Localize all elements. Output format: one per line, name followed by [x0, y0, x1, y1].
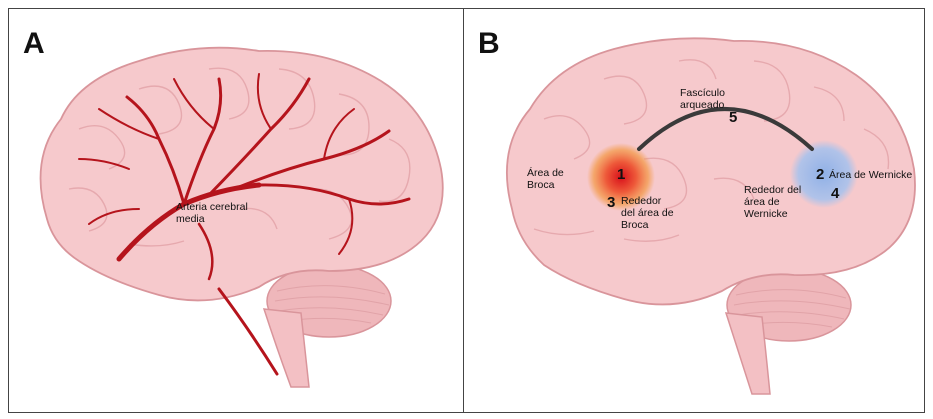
panel-b: B Fascículo arqueado 5 Área de Broca 1 3… [463, 8, 925, 413]
number-wernicke: 2 [816, 166, 824, 183]
brain-b-illustration [464, 9, 925, 413]
panel-a: A Arteria cerebral media [8, 8, 464, 413]
cerebrum [41, 48, 443, 301]
number-peri-wernicke: 4 [831, 185, 839, 202]
label-middle-cerebral-artery: Arteria cerebral media [176, 201, 248, 225]
number-fasciculus: 5 [729, 109, 737, 126]
label-peri-broca: Rededor del área de Broca [621, 195, 674, 231]
brainstem [726, 313, 770, 394]
label-broca-area: Área de Broca [527, 167, 564, 191]
panel-label-b: B [478, 27, 500, 61]
number-broca: 1 [617, 166, 625, 183]
number-peri-broca: 3 [607, 194, 615, 211]
label-arcuate-fasciculus: Fascículo arqueado [680, 87, 725, 111]
label-wernicke-area: Área de Wernicke [829, 169, 912, 181]
label-peri-wernicke: Rededor del área de Wernicke [744, 184, 801, 220]
panel-label-a: A [23, 27, 45, 61]
brainstem [264, 309, 309, 387]
